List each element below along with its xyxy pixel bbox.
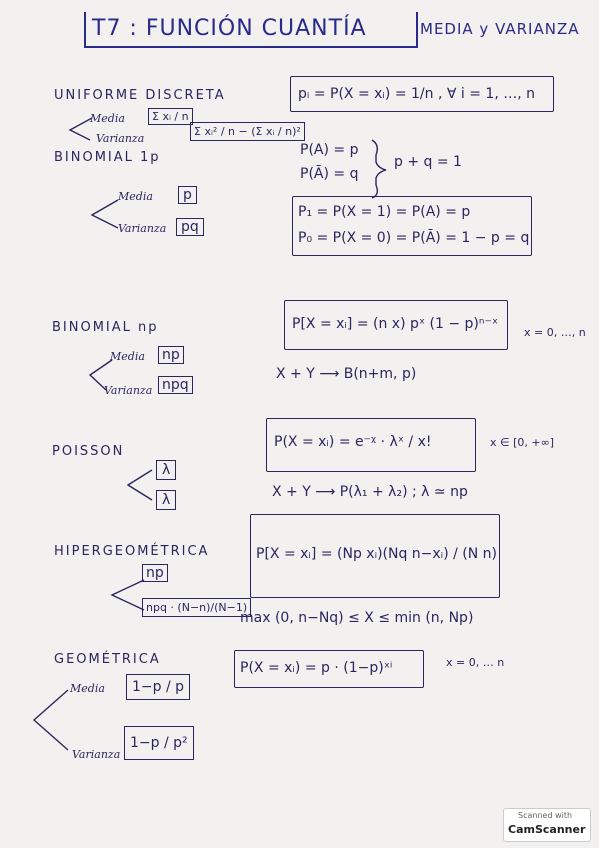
- uniforme-varianza-label: Varianza: [96, 132, 145, 145]
- binomial1-p0: P₀ = P(X = 0) = P(Ā) = 1 − p = q: [298, 230, 530, 246]
- camscanner-line1: Scanned with: [518, 811, 573, 820]
- binomialn-heading: BINOMIAL np: [52, 320, 159, 335]
- poisson-formula-box: [266, 418, 476, 472]
- geometrica-formula: P(X = xᵢ) = p · (1−p)ˣⁱ: [240, 660, 393, 676]
- geometrica-domain: x = 0, … n: [446, 656, 505, 669]
- geometrica-media-value: 1−p / p: [126, 674, 191, 700]
- binomial1-media-label: Media: [118, 190, 153, 203]
- hipergeometrica-varianza-value: npq · (N−n)/(N−1): [142, 598, 252, 617]
- binomialn-formula: P[X = xᵢ] = (n x) pˣ (1 − p)ⁿ⁻ˣ: [292, 316, 499, 332]
- binomialn-varianza-value: npq: [158, 376, 193, 394]
- binomial1-varianza-label: Varianza: [118, 222, 167, 235]
- binomialn-formula-box: [284, 300, 508, 350]
- camscanner-badge: Scanned with CamScanner: [503, 808, 591, 842]
- binomial1-pa: P(A) = p: [300, 142, 359, 158]
- binomial1-p1: P₁ = P(X = 1) = P(A) = p: [298, 204, 471, 220]
- geometrica-media-label: Media: [70, 682, 105, 695]
- uniforme-media-value: Σ xᵢ / n: [148, 108, 193, 125]
- hipergeometrica-heading: HIPERGEOMÉTRICA: [54, 544, 210, 559]
- binomialn-varianza-label: Varianza: [104, 384, 153, 397]
- binomialn-sum: X + Y ⟶ B(n+m, p): [276, 366, 417, 382]
- hipergeometrica-media-value: np: [142, 564, 168, 582]
- geometrica-formula-box: [234, 650, 424, 688]
- binomial1-pabar: P(Ā) = q: [300, 166, 359, 182]
- poisson-varianza-value: λ: [156, 490, 177, 510]
- camscanner-line2: CamScanner: [508, 823, 586, 836]
- binomialn-domain: x = 0, …, n: [524, 326, 586, 339]
- hipergeometrica-range: max (0, n−Nq) ≤ X ≤ min (n, Np): [240, 610, 474, 626]
- poisson-formula: P(X = xᵢ) = e⁻ᵡ · λˣ / x!: [274, 434, 432, 450]
- uniforme-formula-box: [290, 76, 554, 112]
- binomial1-formula-box: [292, 196, 532, 256]
- hipergeometrica-formula-box: [250, 514, 500, 598]
- binomialn-media-label: Media: [110, 350, 145, 363]
- uniforme-media-label: Media: [90, 112, 125, 125]
- page-subtitle: MEDIA y VARIANZA: [420, 20, 580, 38]
- poisson-sum: X + Y ⟶ P(λ₁ + λ₂) ; λ ≃ np: [272, 484, 468, 500]
- geometrica-heading: GEOMÉTRICA: [54, 652, 161, 667]
- uniforme-formula: pᵢ = P(X = xᵢ) = 1/n , ∀ i = 1, …, n: [298, 86, 536, 102]
- poisson-media-value: λ: [156, 460, 177, 480]
- geometrica-varianza-value: 1−p / p²: [124, 726, 194, 760]
- uniforme-heading: UNIFORME DISCRETA: [54, 88, 226, 103]
- binomial1-media-value: p: [178, 186, 197, 204]
- binomial1-varianza-value: pq: [176, 218, 204, 236]
- geometrica-varianza-label: Varianza: [72, 748, 121, 761]
- page-title: T7 : FUNCIÓN CUANTÍA: [92, 16, 367, 41]
- hipergeometrica-formula: P[X = xᵢ] = (Np xᵢ)(Nq n−xᵢ) / (N n): [256, 546, 497, 562]
- uniforme-varianza-value: Σ xᵢ² / n − (Σ xᵢ / n)²: [190, 122, 305, 141]
- poisson-heading: POISSON: [52, 444, 125, 459]
- binomial1-heading: BINOMIAL 1p: [54, 150, 161, 165]
- binomialn-media-value: np: [158, 346, 184, 364]
- poisson-domain: x ∈ [0, +∞]: [490, 436, 555, 449]
- binomial1-sum: p + q = 1: [394, 154, 462, 170]
- title-box: [84, 12, 418, 48]
